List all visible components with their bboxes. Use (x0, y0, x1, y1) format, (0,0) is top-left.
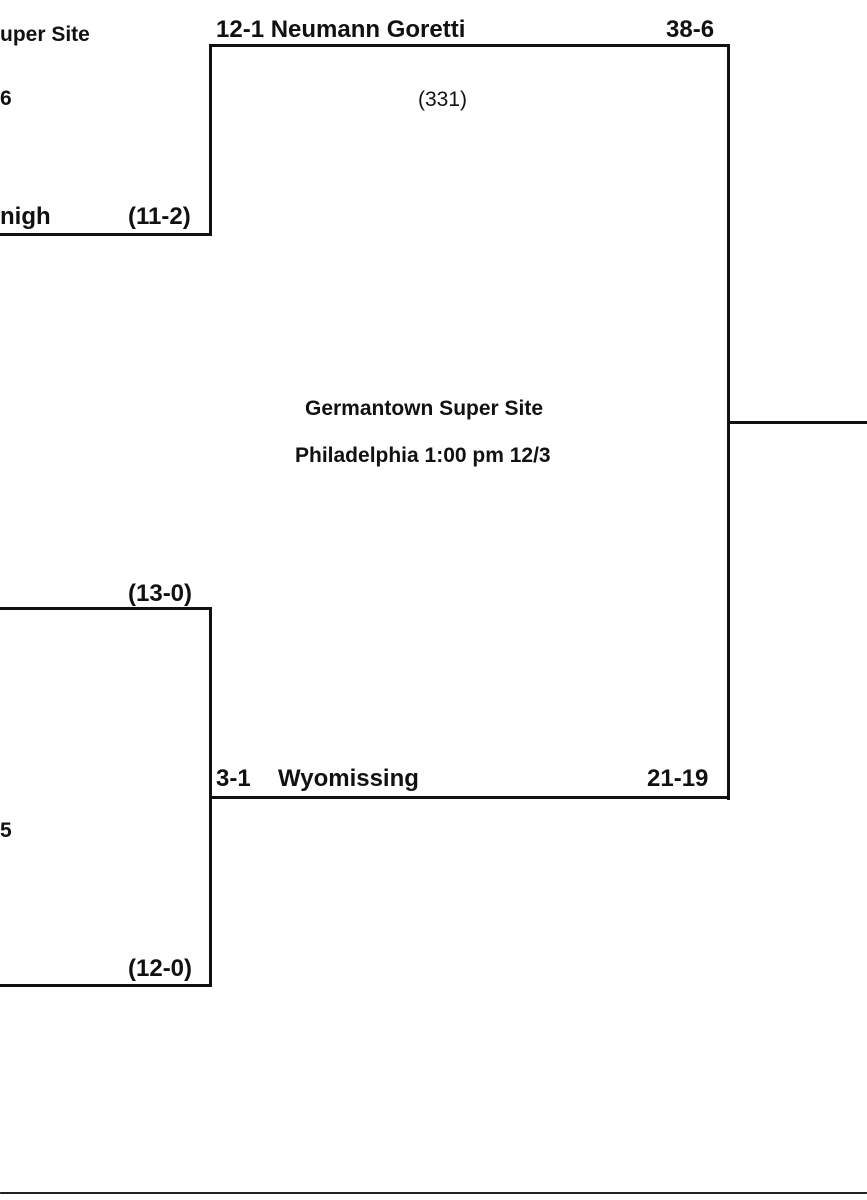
top-score: 38-6 (666, 16, 715, 43)
bottom-score: 21-19 (647, 765, 709, 792)
bottom-team-line-rule (209, 796, 730, 799)
screen-bottom-edge (0, 1192, 867, 1200)
lower-team-record: (13-0) (128, 580, 193, 607)
left-site-label: uper Site (0, 23, 90, 46)
left-score-fragment: 6 (0, 87, 12, 110)
game-number: (331) (418, 88, 468, 111)
left-team-record: (11-2) (128, 203, 191, 230)
left-top-team-line (0, 233, 212, 236)
left-top-connector (209, 45, 212, 236)
bottom-seed: 3-1 (216, 765, 251, 792)
next-round-connector (727, 421, 867, 424)
lower-team2-record: (12-0) (128, 955, 193, 982)
site-name: Germantown Super Site (305, 397, 544, 420)
bottom-team: Wyomissing (278, 765, 419, 792)
lower-team-line (0, 607, 212, 610)
lower-team2-line (0, 984, 212, 987)
left-team-name-fragment: nigh (0, 203, 51, 230)
top-team-line-rule (209, 44, 730, 47)
top-team-line: 12-1 Neumann Goretti (216, 16, 466, 43)
lower-score-fragment: 5 (0, 819, 12, 842)
site-details: Philadelphia 1:00 pm 12/3 (295, 444, 551, 467)
